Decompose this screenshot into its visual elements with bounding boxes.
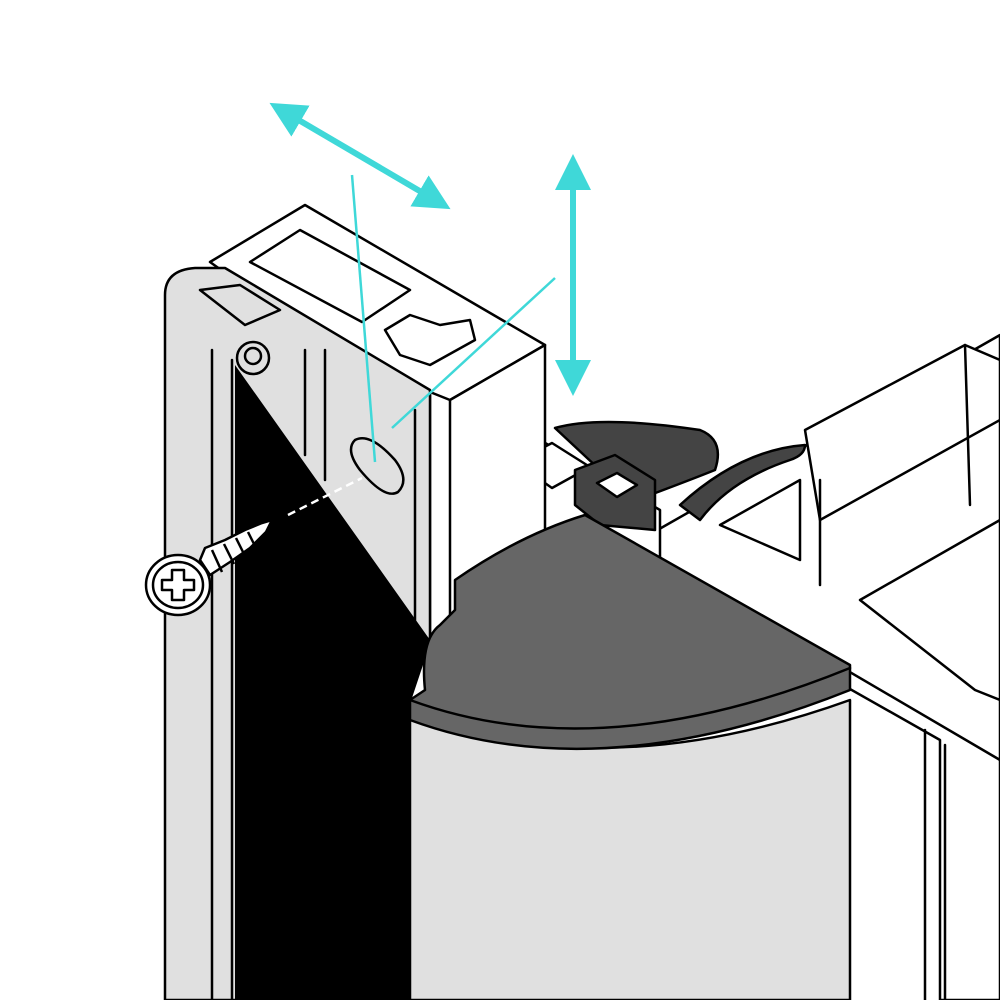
horizontal-adjust-arrow-icon <box>269 102 451 210</box>
handle-cap <box>408 513 852 1000</box>
adjustment-arrows <box>269 102 591 463</box>
gasket <box>553 420 807 532</box>
adjustment-slot <box>349 437 405 495</box>
left-profile <box>163 266 432 1000</box>
screw-icon <box>144 476 363 617</box>
